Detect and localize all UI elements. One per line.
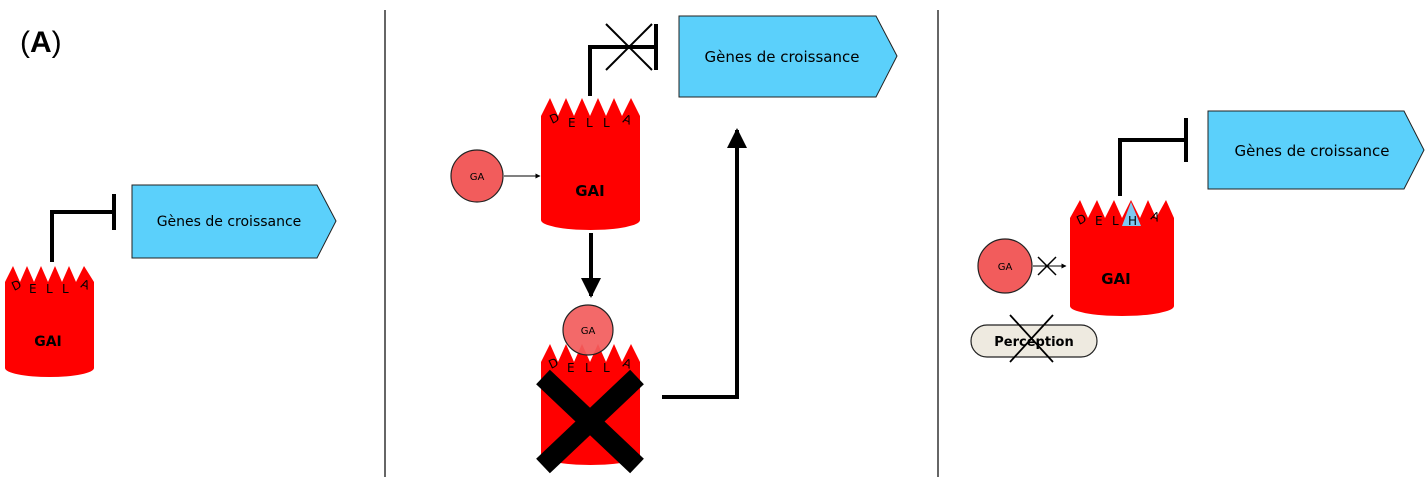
della-letter: L	[1112, 214, 1119, 228]
gai-cylinder	[5, 266, 94, 377]
panel-1: D E L L A GAI Gènes de croissance	[5, 184, 337, 377]
gai-cylinder	[541, 98, 640, 230]
della-letter: E	[568, 116, 576, 130]
activation-arrow	[662, 128, 747, 399]
ga-label: GA	[470, 172, 485, 183]
gai-label: GAI	[575, 182, 605, 200]
repression-line	[50, 210, 112, 262]
della-letter: E	[1095, 214, 1103, 228]
growth-genes-label: Gènes de croissance	[157, 214, 302, 230]
della-letter: E	[567, 361, 575, 375]
della-letter: L	[603, 116, 610, 130]
della-letter: L	[603, 361, 610, 375]
gai-protein: D E L L A GAI	[541, 98, 640, 230]
growth-genes-label: Gènes de croissance	[1235, 142, 1390, 160]
growth-genes-box	[678, 15, 898, 98]
growth-genes-box	[131, 184, 337, 259]
bound-ga-label: GA	[581, 326, 596, 337]
ga-molecule	[450, 149, 504, 203]
repression-line	[588, 45, 654, 96]
gai-label: GAI	[34, 334, 62, 350]
della-letter: L	[585, 361, 592, 375]
degraded-gai-protein: D E L L A GA	[536, 304, 644, 474]
mutated-tooth	[1122, 202, 1141, 226]
gai-label: GAI	[1101, 270, 1131, 288]
ga-molecule	[977, 238, 1033, 294]
della-letter: E	[29, 282, 37, 296]
della-letter: L	[46, 282, 53, 296]
della-letter: L	[586, 116, 593, 130]
della-letter: H	[1128, 214, 1137, 228]
repression-line	[1118, 138, 1184, 196]
gai-protein: D E L L A GAI	[5, 266, 94, 377]
degradation-cross	[536, 369, 644, 474]
growth-genes-box	[1207, 110, 1425, 190]
gai-cylinder	[1070, 200, 1174, 316]
ga-blocked-cross	[1037, 256, 1057, 276]
panel-2: GA D E L L A GAI Gènes de croissance D E	[450, 15, 898, 474]
della-letter: L	[62, 282, 69, 296]
panel-3: D E L H A GAI Gènes de croissance GA Per…	[970, 110, 1425, 363]
gai-protein-mutant: D E L H A GAI	[1070, 200, 1174, 316]
panel-label: (A)	[20, 26, 62, 59]
ga-label: GA	[998, 262, 1013, 273]
perception-blocked-cross	[1009, 314, 1054, 363]
bound-ga-molecule	[562, 304, 614, 356]
growth-genes-label: Gènes de croissance	[705, 48, 860, 66]
blocked-cross	[605, 23, 653, 71]
